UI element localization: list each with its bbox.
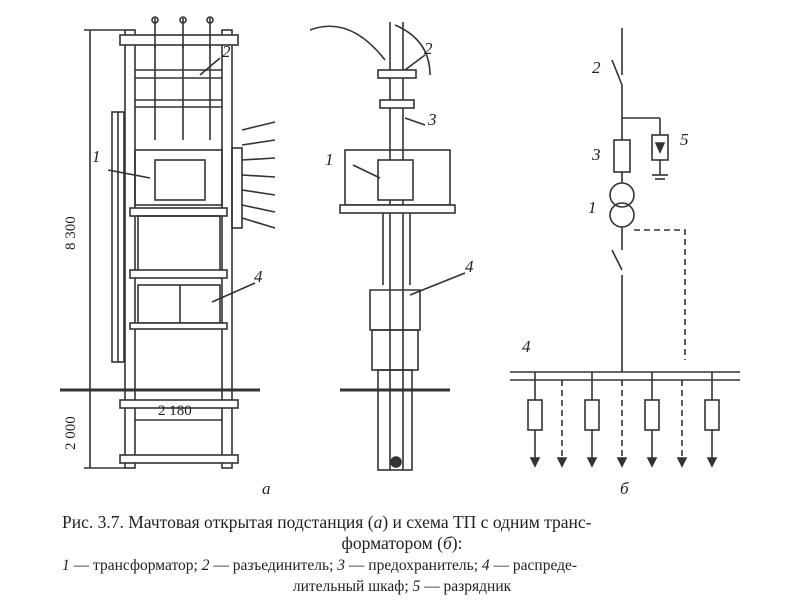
subfig-label-b: б [620, 479, 629, 498]
label-1: 1 [92, 147, 101, 166]
legend-num-5: 5 [412, 578, 421, 595]
feeder-fuse [644, 399, 660, 431]
arrow-down-icon [556, 457, 568, 468]
legend-num-1: 1 [62, 557, 70, 574]
caption-text: Рис. 3.7. Мачтовая открытая подстанция ( [62, 512, 374, 532]
figure-caption: Рис. 3.7. Мачтовая открытая подстанция (… [62, 512, 742, 554]
transformer-symbol [609, 182, 635, 208]
arrow-down-icon [616, 457, 628, 468]
label-1-schema: 1 [588, 198, 597, 217]
substation-drawing: 8 300 2 000 2 180 1 2 4 а 1 2 3 4 [60, 16, 740, 498]
disconnector-symbol [611, 59, 623, 86]
fuse-symbol [613, 139, 631, 173]
legend-text-2: — разъединитель; [209, 557, 338, 574]
label-4-schema: 4 [522, 337, 531, 356]
legend-text-3: — предохранитель; [345, 557, 482, 574]
arrow-down-icon [676, 457, 688, 468]
schematic: 2 3 5 1 4 б [510, 28, 740, 498]
caption-b: б [442, 533, 452, 553]
caption-line2: форматором (б): [62, 533, 742, 554]
dim-width: 2 180 [158, 403, 192, 419]
front-elevation: 8 300 2 000 2 180 1 2 4 а [60, 16, 276, 498]
label-4-side: 4 [465, 257, 474, 276]
distribution-cabinet [137, 284, 221, 324]
legend-text-1: — трансформатор; [69, 557, 202, 574]
label-4: 4 [254, 267, 263, 286]
figure-legend: 1 — трансформатор; 2 — разъединитель; 3 … [62, 555, 742, 597]
caption-text2-end: ): [451, 533, 463, 553]
legend-num-2: 2 [201, 557, 210, 574]
feeder-fuse [704, 399, 720, 431]
left-pole [124, 29, 136, 469]
legend-num-4: 4 [481, 557, 490, 574]
top-crossarm [119, 34, 239, 46]
legend-line2: лительный шкаф; 5 — разрядник [62, 576, 742, 597]
arrow-down-icon [586, 457, 598, 468]
label-1-side: 1 [325, 150, 334, 169]
dim-height-upper: 8 300 [63, 216, 79, 250]
label-3-side: 3 [427, 110, 437, 129]
arrow-down-icon [529, 457, 541, 468]
label-5-schema: 5 [680, 130, 689, 149]
label-2-schema: 2 [592, 58, 601, 77]
feeder-fuse [527, 399, 543, 431]
feeder-fuse [584, 399, 600, 431]
dim-height-lower: 2 000 [63, 416, 79, 450]
side-elevation: 1 2 3 4 [309, 22, 474, 471]
transformer-frame [134, 149, 223, 206]
caption-text-mid: ) и схема ТП с одним транс- [382, 512, 592, 532]
side-transformer [377, 159, 414, 201]
label-2-side: 2 [424, 39, 433, 58]
caption-a: а [373, 512, 383, 532]
legend-text-4b: лительный шкаф; [292, 578, 413, 595]
transformer [154, 159, 206, 201]
legend-text-5: — разрядник [420, 578, 512, 595]
caption-text2: форматором ( [341, 533, 443, 553]
arrow-down-icon [646, 457, 658, 468]
arrow-down-icon [706, 457, 718, 468]
right-pole [221, 29, 233, 469]
legend-text-4: — распреде- [489, 557, 578, 574]
subfig-label-a: а [262, 479, 271, 498]
label-2: 2 [222, 42, 231, 61]
label-3-schema: 3 [591, 145, 601, 164]
legend-num-3: 3 [337, 557, 346, 574]
side-cabinet [369, 289, 421, 331]
